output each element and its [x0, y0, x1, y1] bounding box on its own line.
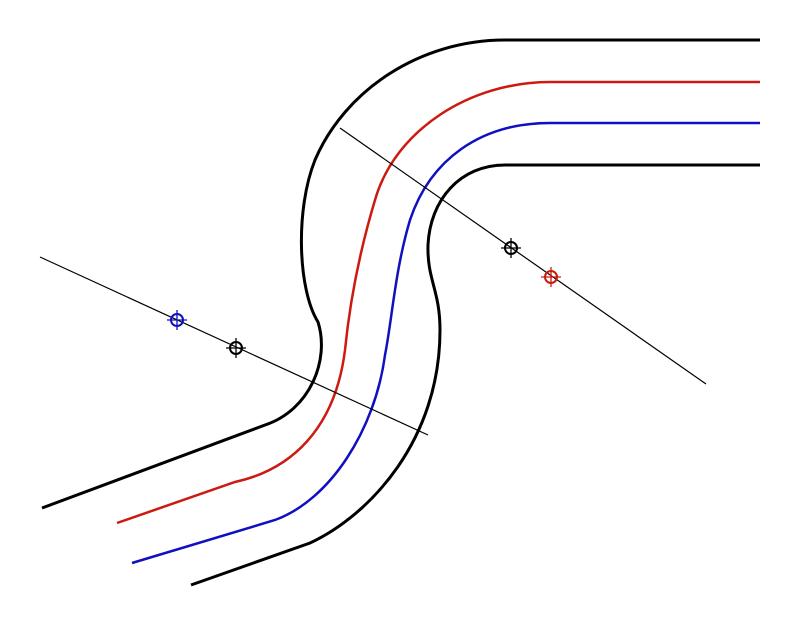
inner-edge-line: [190, 163, 760, 587]
blue-target-marker: [167, 310, 187, 330]
section-line-right: [339, 127, 707, 385]
red-lane-line: [116, 80, 760, 525]
outer-edge-line: [41, 38, 760, 510]
blue-lane-line: [131, 121, 760, 565]
black-target-marker: [226, 338, 246, 358]
red-target-marker: [541, 267, 561, 287]
section-line-left: [39, 256, 429, 436]
black-target-marker: [501, 238, 521, 258]
